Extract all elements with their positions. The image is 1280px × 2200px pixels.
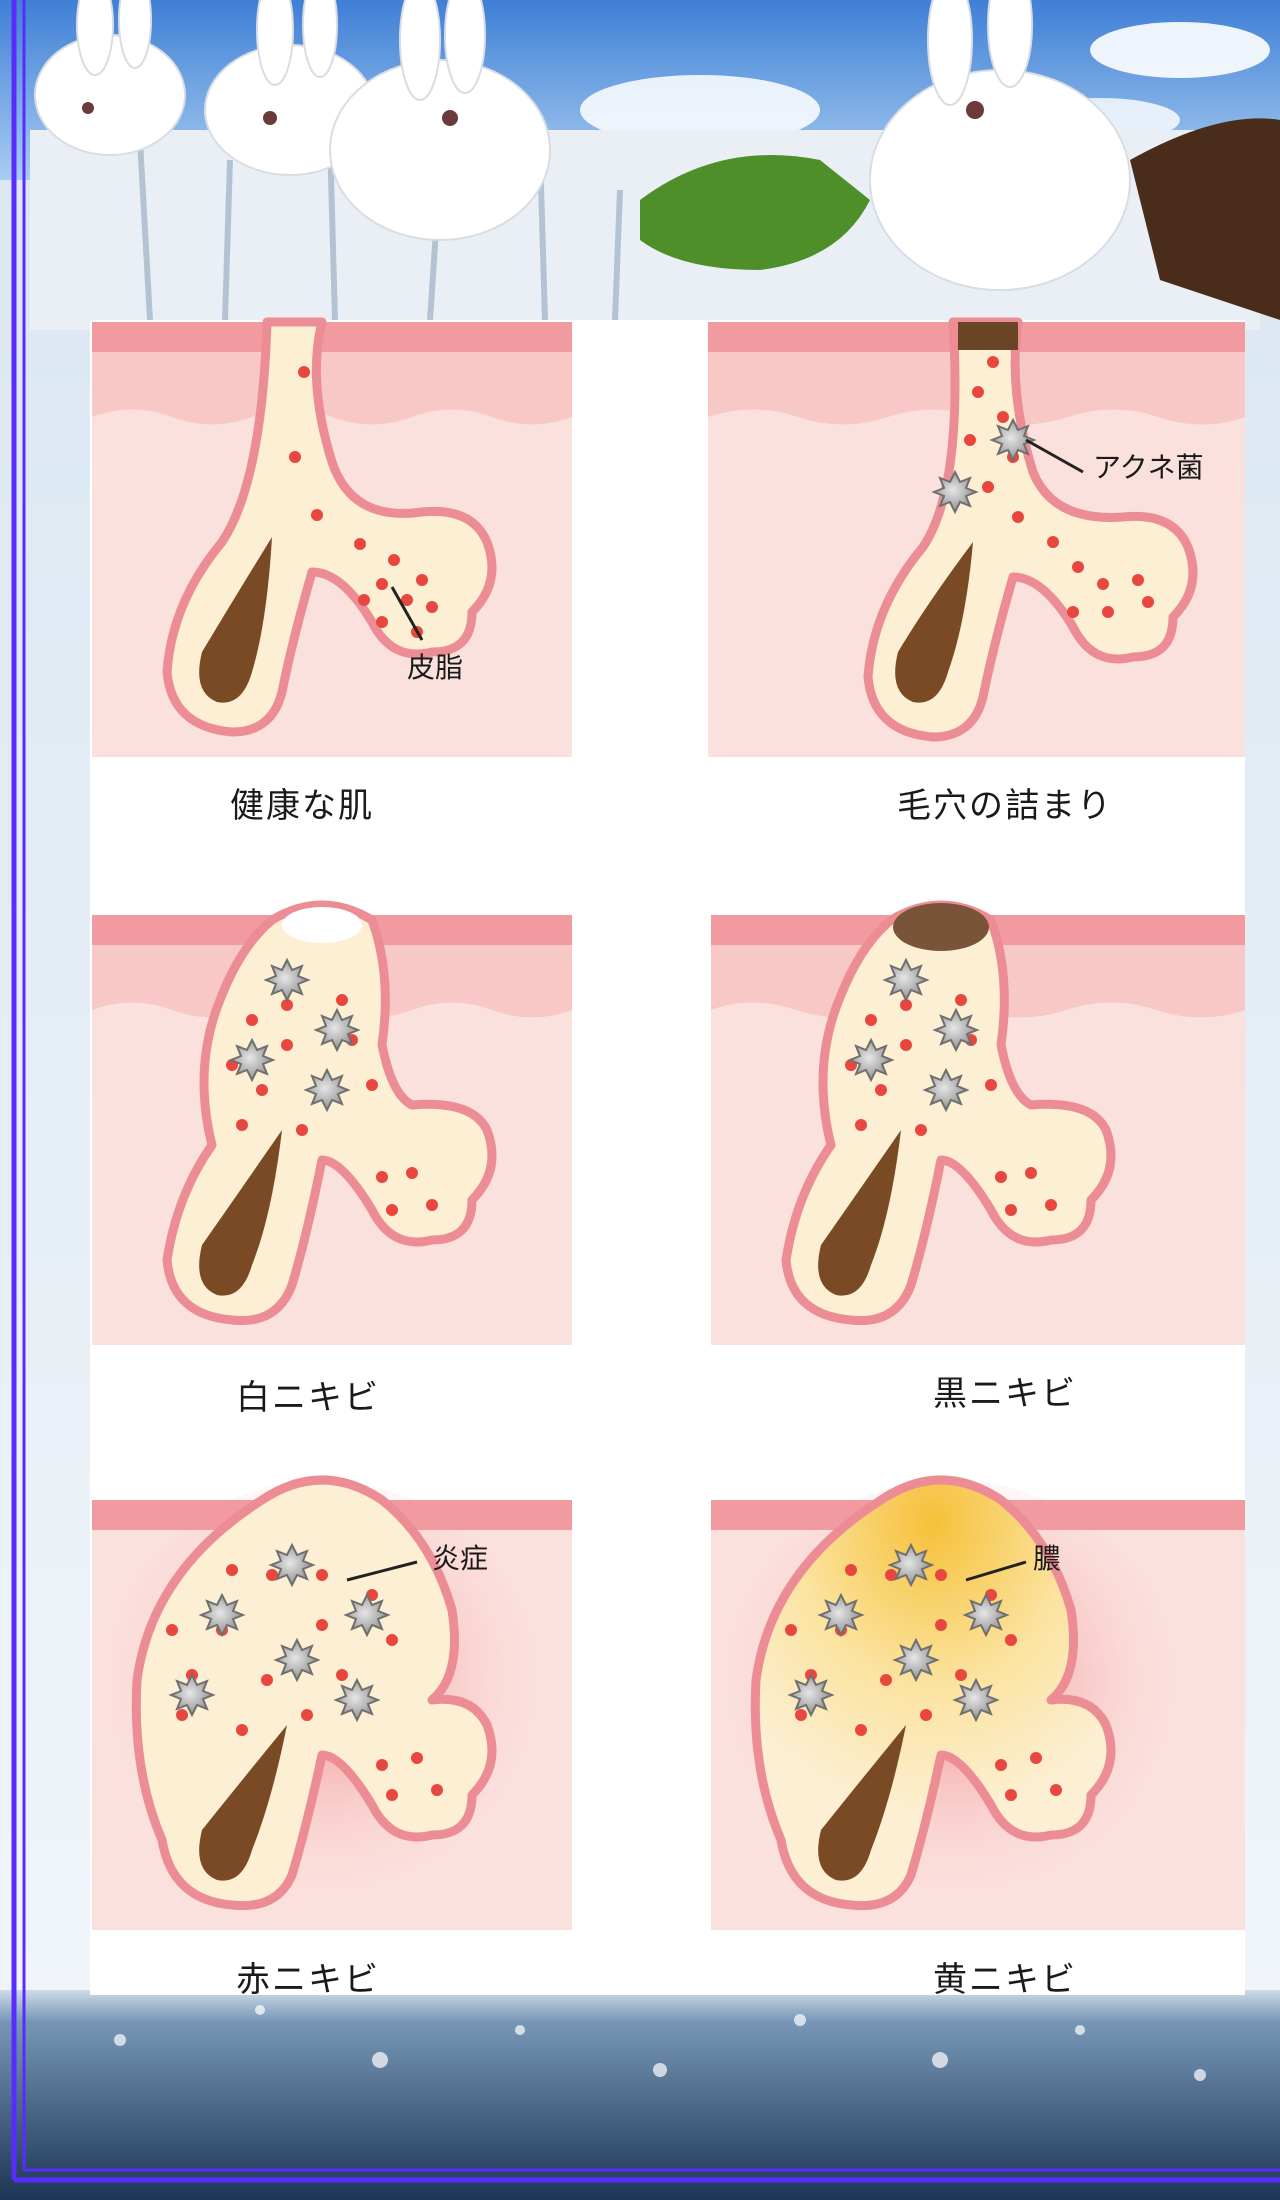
caption-healthy-skin: 健康な肌 <box>230 786 374 826</box>
panel-whitehead <box>92 900 572 1345</box>
caption-yellow-pimple: 黄ニキビ <box>933 1960 1077 2000</box>
panel-blackhead <box>711 900 1245 1345</box>
rabbit-group <box>34 0 1131 291</box>
panel-clogged-pore: アクネ菌 <box>708 317 1245 757</box>
callout-pus: 膿 <box>1033 1542 1061 1575</box>
caption-whitehead: 白ニキビ <box>236 1378 380 1418</box>
callout-sebum: 皮脂 <box>407 651 463 684</box>
moss-rock <box>640 155 870 270</box>
caption-blackhead: 黒ニキビ <box>933 1374 1077 1414</box>
panel-healthy-skin: 皮脂 <box>92 317 572 757</box>
panel-red-pimple: 炎症 <box>92 1475 572 1930</box>
panel-yellow-pimple: 膿 <box>711 1475 1245 1930</box>
bacteria <box>931 417 1037 515</box>
callout-acne-bacteria: アクネ菌 <box>1093 451 1204 484</box>
hair-root <box>199 537 272 703</box>
callout-inflammation: 炎症 <box>432 1542 488 1575</box>
caption-clogged-pore: 毛穴の詰まり <box>897 786 1113 826</box>
caption-red-pimple: 赤ニキビ <box>236 1960 380 2000</box>
frame-border <box>11 0 1280 2183</box>
callout-line-sebum <box>390 586 424 641</box>
water-splash-photo <box>0 1990 1280 2200</box>
